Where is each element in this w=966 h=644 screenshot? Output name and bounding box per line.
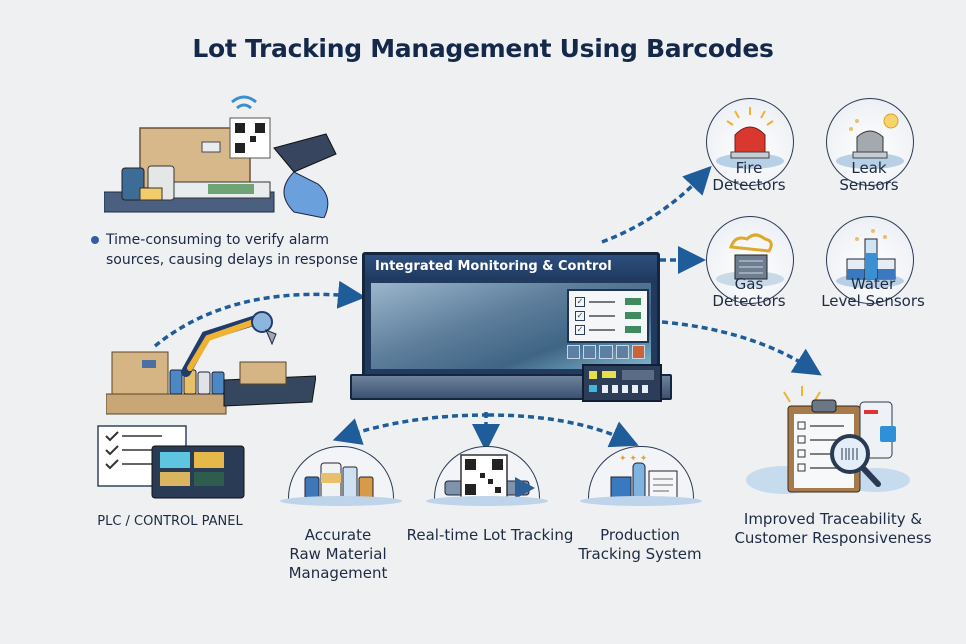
checklist-row: ✓	[575, 311, 641, 321]
arrow-system-to-production	[487, 413, 639, 448]
status-indicator	[625, 326, 641, 333]
checklist-panel: ✓ ✓ ✓	[567, 289, 649, 343]
water-level-sensor-node[interactable]	[826, 216, 914, 304]
traceability-label: Improved Traceability & Customer Respons…	[734, 510, 932, 547]
system-title: Integrated Monitoring & Control System	[365, 255, 657, 298]
production-tracking-node[interactable]: ✦ ✦ ✦	[588, 446, 694, 503]
arrow-system-to-fire	[601, 165, 712, 244]
lot-tracking-node[interactable]	[434, 446, 540, 503]
production-tank-icon: ✦ ✦ ✦	[610, 454, 678, 500]
checkbox-icon: ✓	[575, 325, 585, 335]
leak-sensor-icon	[836, 113, 904, 169]
gas-detector-node[interactable]	[706, 216, 794, 304]
lot-tracking-label: Real-time Lot Tracking	[406, 526, 574, 544]
problem-line-2: sources, causing delays in response	[106, 252, 359, 268]
raw-material-bottles-icon	[304, 462, 374, 500]
screen-toolbar	[567, 345, 646, 359]
dome-ground	[580, 496, 702, 506]
integrated-monitoring-system[interactable]: Integrated Monitoring & Control System ✓…	[362, 252, 660, 378]
status-indicator	[625, 298, 641, 305]
robot-conveyor-illustration	[105, 306, 317, 416]
gas-detector-icon	[716, 233, 784, 287]
raw-material-label: Accurate Raw Material Management	[288, 526, 388, 582]
dome-ground	[426, 496, 548, 506]
arrow-system-to-raw-material	[332, 413, 489, 445]
checkbox-icon: ✓	[575, 311, 585, 321]
checklist-row: ✓	[575, 297, 641, 307]
bullet-dot	[91, 236, 99, 244]
robot-arm-icon	[105, 311, 317, 415]
scanner-scene-icon	[103, 95, 337, 219]
water-level-icon	[836, 229, 904, 288]
checkbox-icon: ✓	[575, 297, 585, 307]
checklist-row: ✓	[575, 325, 641, 335]
siren-icon	[716, 107, 784, 169]
plc-label: PLC / CONTROL PANEL	[97, 514, 243, 529]
production-tracking-label: Production Tracking System	[578, 526, 702, 563]
barcode-scanning-illustration	[103, 88, 354, 219]
clipboard-barcode-magnifier-icon	[746, 386, 910, 494]
problem-statement: Time-consuming to verify alarm sources, …	[106, 230, 366, 270]
svg-text:✦ ✦ ✦: ✦ ✦ ✦	[619, 454, 648, 464]
arrow-system-to-traceability	[661, 320, 822, 376]
status-indicator	[625, 312, 641, 319]
dome-ground	[280, 496, 402, 506]
problem-line-1: Time-consuming to verify alarm	[106, 232, 330, 248]
arrow-robot-to-system	[153, 280, 366, 348]
leak-sensor-node[interactable]	[826, 98, 914, 186]
control-panel-icon	[97, 425, 245, 499]
facility-screen: ✓ ✓ ✓	[371, 283, 651, 369]
plc-panel-illustration	[96, 424, 246, 500]
page-title: Lot Tracking Management Using Barcodes	[192, 34, 774, 63]
fire-detector-node[interactable]	[706, 98, 794, 186]
raw-material-node[interactable]	[288, 446, 394, 503]
traceability-illustration[interactable]	[744, 380, 916, 500]
qr-code-icon	[444, 454, 535, 500]
control-unit-icon	[582, 364, 662, 402]
